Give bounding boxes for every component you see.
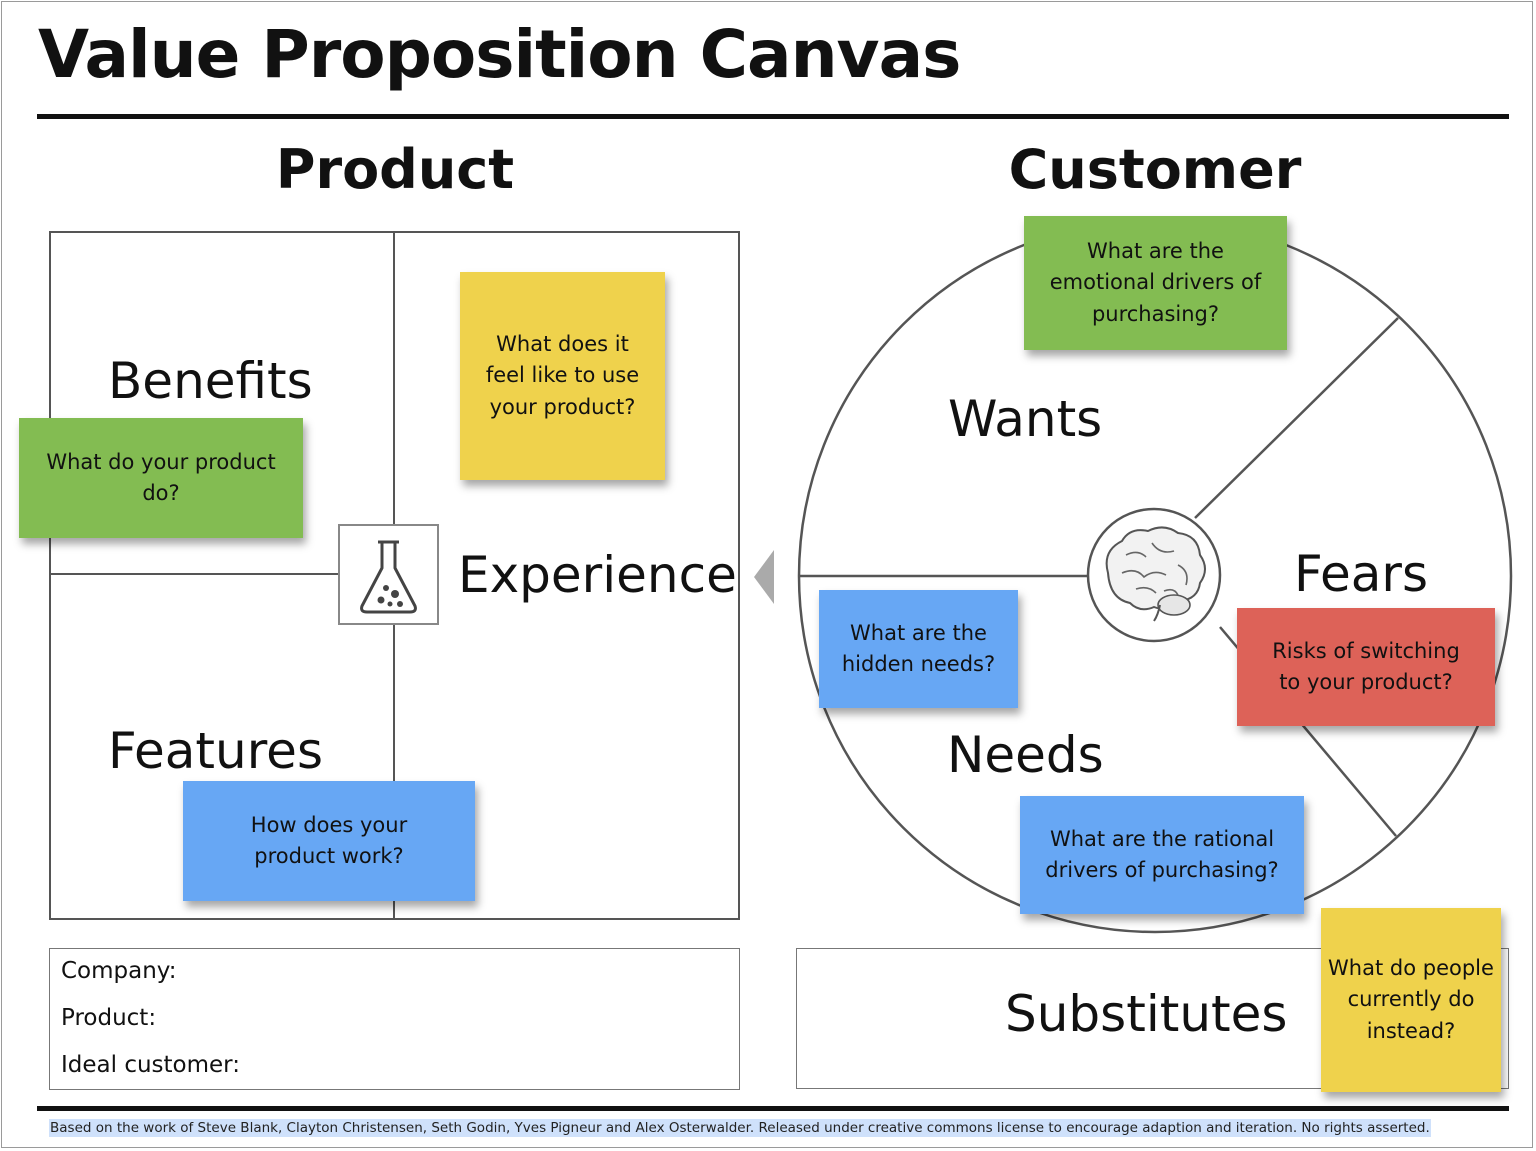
substitutes-label: Substitutes <box>1005 985 1288 1043</box>
product-heading: Product <box>275 138 515 201</box>
arrow-left-icon <box>754 550 774 604</box>
ideal-customer-label: Ideal customer: <box>61 1052 240 1078</box>
wants-label: Wants <box>948 390 1103 448</box>
brain-icon <box>1086 507 1222 643</box>
benefits-note: What do your product do? <box>19 418 303 538</box>
footer-credit: Based on the work of Steve Blank, Clayto… <box>49 1119 1431 1138</box>
fears-note: Risks of switching to your product? <box>1237 608 1495 726</box>
footer-rule <box>37 1106 1509 1111</box>
fears-label: Fears <box>1294 545 1429 603</box>
needs-label: Needs <box>947 726 1104 784</box>
benefits-label: Benefits <box>108 352 313 410</box>
customer-heading: Customer <box>1008 138 1302 201</box>
wants-note: What are the emotional drivers of purcha… <box>1024 216 1287 350</box>
product-divider-vertical-top <box>393 233 395 525</box>
product-divider-horizontal <box>51 573 339 575</box>
needs-note: What are the rational drivers of purchas… <box>1020 796 1304 914</box>
page-title: Value Proposition Canvas <box>38 16 961 93</box>
experience-note: What does it feel like to use your produ… <box>460 272 665 480</box>
flask-icon <box>338 524 439 625</box>
title-rule <box>37 114 1509 119</box>
product-label: Product: <box>61 1005 157 1031</box>
substitutes-note: What do people currently do instead? <box>1321 908 1501 1092</box>
features-label: Features <box>108 722 323 780</box>
info-box <box>49 948 740 1090</box>
company-label: Company: <box>61 958 177 984</box>
hidden-needs-note: What are the hidden needs? <box>819 590 1018 708</box>
experience-label: Experience <box>458 546 737 604</box>
product-divider-vertical-bottom <box>393 624 395 918</box>
features-note: How does your product work? <box>183 781 475 901</box>
